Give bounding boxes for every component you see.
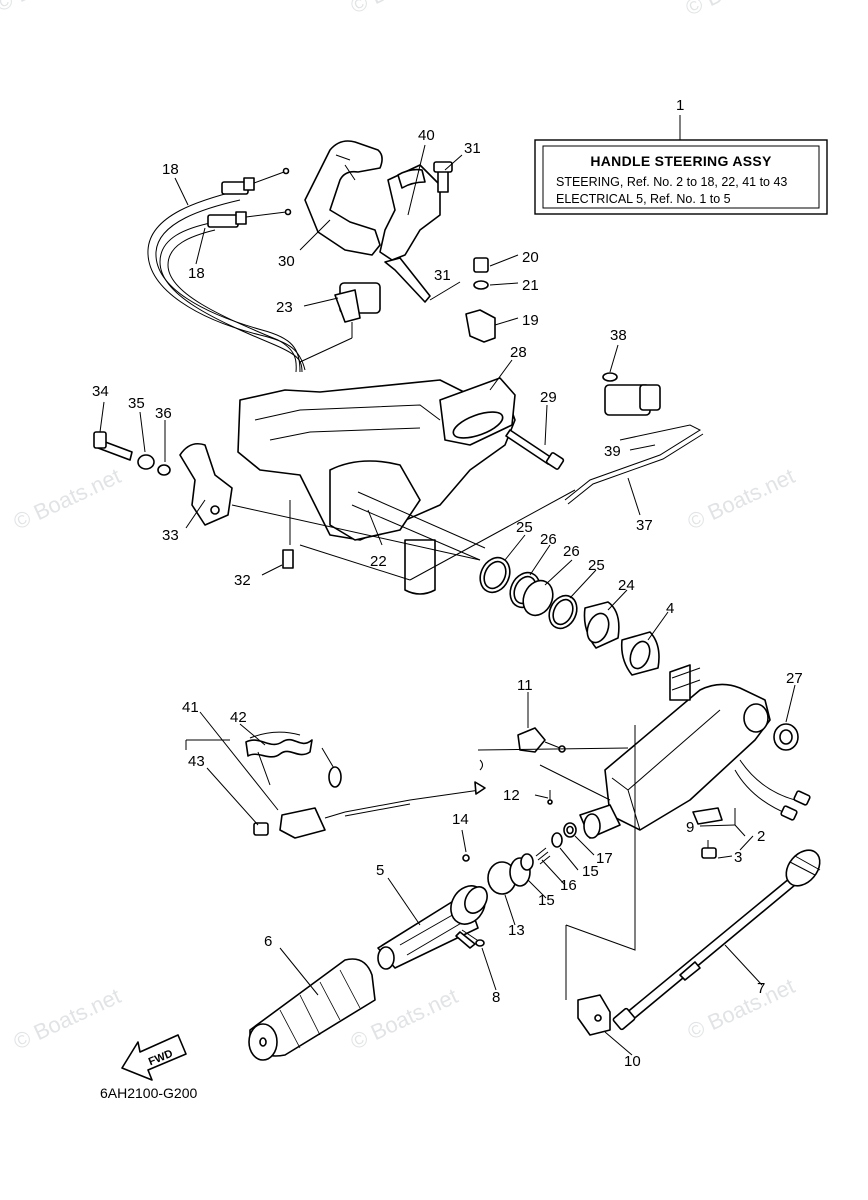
callout-28: 28 bbox=[510, 344, 527, 361]
watermark: © Boats.net bbox=[10, 463, 125, 534]
callout-6: 6 bbox=[264, 933, 272, 950]
guide-lines bbox=[231, 489, 576, 581]
throttle-shaft bbox=[377, 885, 488, 970]
bracket-10 bbox=[565, 725, 636, 1036]
callout-9: 9 bbox=[686, 819, 694, 836]
plate-and-screw bbox=[692, 807, 723, 859]
callout-33: 33 bbox=[162, 527, 179, 544]
callout-15-left: 15 bbox=[538, 892, 555, 909]
watermark: © Boats.net bbox=[684, 463, 799, 534]
legend-box: HANDLE STEERING ASSY STEERING, Ref. No. … bbox=[534, 115, 828, 215]
throttle-cables bbox=[147, 167, 306, 373]
callout-24: 24 bbox=[618, 577, 635, 594]
callout-13: 13 bbox=[508, 922, 525, 939]
callout-29: 29 bbox=[540, 389, 557, 406]
watermark: © Boats.net bbox=[684, 973, 799, 1044]
callout-23: 23 bbox=[276, 299, 293, 316]
small-parts bbox=[462, 822, 577, 895]
callout-numbers: 1 18 18 40 31 30 31 20 21 19 23 28 38 34… bbox=[92, 97, 803, 1070]
callout-15-right: 15 bbox=[582, 863, 599, 880]
bolt-29 bbox=[505, 429, 565, 470]
legend-line-electrical: ELECTRICAL 5, Ref. No. 1 to 5 bbox=[556, 192, 731, 206]
callout-25-right: 25 bbox=[588, 557, 605, 574]
callout-18-upper: 18 bbox=[162, 161, 179, 178]
callout-40: 40 bbox=[418, 127, 435, 144]
callout-12: 12 bbox=[503, 787, 520, 804]
screw-8 bbox=[461, 929, 485, 947]
watermark: © Boats.net bbox=[347, 0, 462, 19]
callout-31-top: 31 bbox=[464, 140, 481, 157]
tiller-arm bbox=[579, 664, 811, 839]
watermark: © Boats.net bbox=[0, 0, 107, 17]
leader-lines bbox=[99, 144, 796, 1056]
callout-5: 5 bbox=[376, 862, 384, 879]
callout-16: 16 bbox=[560, 877, 577, 894]
callout-32: 32 bbox=[234, 572, 251, 589]
link-rod bbox=[564, 372, 704, 505]
throttle-grip bbox=[248, 958, 376, 1061]
callout-39: 39 bbox=[604, 443, 621, 460]
callout-1: 1 bbox=[676, 97, 684, 114]
watermark: © Boats.net bbox=[10, 983, 125, 1054]
callout-35: 35 bbox=[128, 395, 145, 412]
callout-10: 10 bbox=[624, 1053, 641, 1070]
callout-14: 14 bbox=[452, 811, 469, 828]
left-bracket bbox=[93, 431, 233, 526]
swivel-body bbox=[237, 377, 516, 595]
callout-27: 27 bbox=[786, 670, 803, 687]
callout-37: 37 bbox=[636, 517, 653, 534]
throttle-cable-7 bbox=[612, 849, 821, 1031]
callout-2: 2 bbox=[757, 828, 765, 845]
callout-17: 17 bbox=[596, 850, 613, 867]
steering-bracket bbox=[304, 140, 496, 343]
callout-38: 38 bbox=[610, 327, 627, 344]
callout-30: 30 bbox=[278, 253, 295, 270]
callout-26-left: 26 bbox=[540, 531, 557, 548]
lanyard-cord bbox=[245, 731, 486, 839]
fwd-arrow: FWD bbox=[121, 1034, 187, 1081]
legend-line-steering: STEERING, Ref. No. 2 to 18, 22, 41 to 43 bbox=[556, 175, 787, 189]
callout-31-mid: 31 bbox=[434, 267, 451, 284]
shaft-rings bbox=[479, 556, 660, 676]
callout-18-lower: 18 bbox=[188, 265, 205, 282]
callout-42: 42 bbox=[230, 709, 247, 726]
callout-8: 8 bbox=[492, 989, 500, 1006]
callout-7: 7 bbox=[757, 980, 765, 997]
callout-41: 41 bbox=[182, 699, 199, 716]
callout-20: 20 bbox=[522, 249, 539, 266]
callout-36: 36 bbox=[155, 405, 172, 422]
callout-11: 11 bbox=[517, 677, 533, 694]
legend-title: HANDLE STEERING ASSY bbox=[590, 153, 772, 169]
watermark: © Boats.net bbox=[682, 0, 797, 21]
callout-4: 4 bbox=[666, 600, 674, 617]
callout-19: 19 bbox=[522, 312, 539, 329]
callout-26-right: 26 bbox=[563, 543, 580, 560]
callout-3: 3 bbox=[734, 849, 742, 866]
diagram-code: 6AH2100-G200 bbox=[100, 1085, 198, 1101]
callout-25-left: 25 bbox=[516, 519, 533, 536]
callout-43: 43 bbox=[188, 753, 205, 770]
callout-34: 34 bbox=[92, 383, 109, 400]
callout-22: 22 bbox=[370, 553, 387, 570]
callout-21: 21 bbox=[522, 277, 539, 294]
